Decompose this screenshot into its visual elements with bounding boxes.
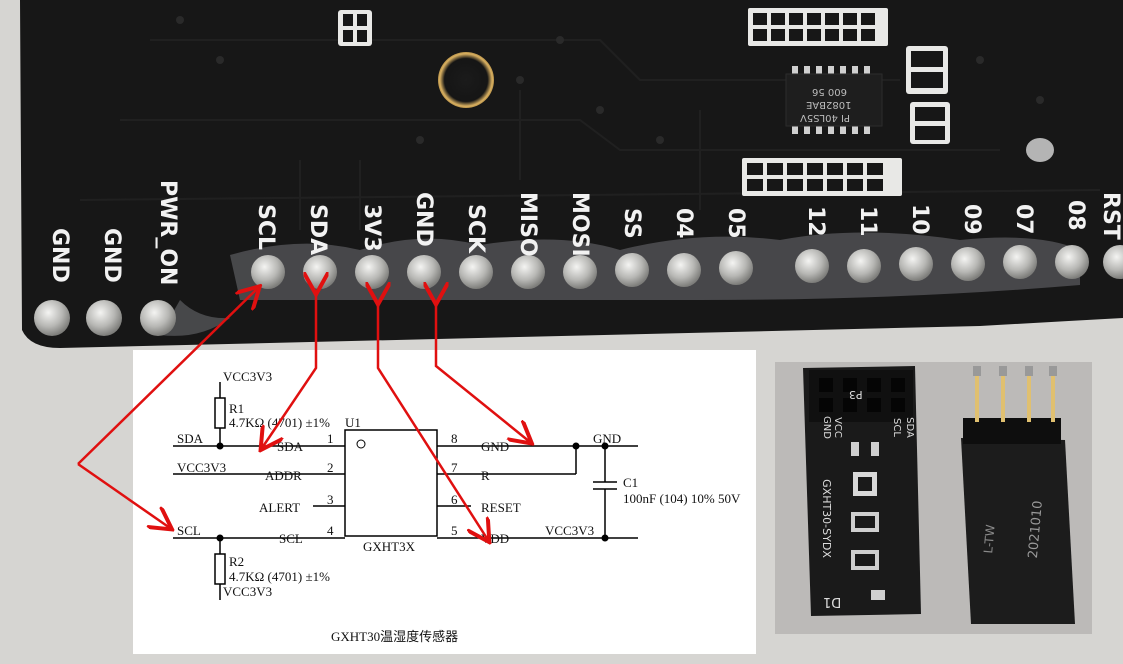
sda-net-label: SDA (177, 431, 204, 446)
c1-ref: C1 (623, 475, 639, 490)
pin1-number: 1 (327, 431, 334, 446)
addr-net-label: VCC3V3 (177, 460, 227, 475)
pin-label-miso: MISO (515, 192, 540, 257)
pin-label-scl: SCL (253, 204, 278, 251)
pin7-number: 7 (451, 460, 458, 475)
chip-name: GXHT3X (363, 539, 415, 554)
r1-ref: R1 (229, 401, 245, 416)
pin-label-09: 09 (959, 204, 984, 235)
module-led-label: D1 (823, 594, 842, 609)
schematic-panel: VCC3V3 R1 4.7KΩ (4701) ±1% U1 SDA VCC3V3… (133, 350, 756, 654)
r2-net-label: VCC3V3 (223, 584, 273, 599)
scl-net-label: SCL (177, 523, 201, 538)
module-pin-scl: SCL (890, 418, 902, 437)
c1-value: 100nF (104) 10% 50V (623, 491, 741, 506)
pin8-number: 8 (451, 431, 458, 446)
pin-label-12: 12 (803, 206, 828, 237)
pin1-name: SDA (277, 439, 304, 454)
pin6-number: 6 (451, 492, 458, 507)
pin2-number: 2 (327, 460, 334, 475)
u1-ref: U1 (345, 415, 361, 430)
pin-label-gnd-3: GND (411, 192, 436, 247)
pin-label-gnd-1: GND (47, 228, 72, 283)
pin8-name: GND (481, 439, 510, 454)
pin-label-sda: SDA (305, 204, 330, 256)
sensor-module-photo: P3 VCC GND SDA SCL GXHT30-SYDX D1 202101… (775, 362, 1092, 634)
module-drawing (803, 366, 1075, 624)
pin2-name: ADDR (265, 468, 302, 483)
module-pin-vcc: VCC (831, 417, 843, 438)
mounting-hole (438, 52, 494, 108)
pin-label-05: 05 (723, 208, 748, 239)
schematic-caption: GXHT30温湿度传感器 (331, 629, 459, 644)
pin-label-07: 07 (1011, 204, 1036, 235)
soic-chip (785, 66, 883, 134)
ic-marking-2: 1082BAE (806, 99, 852, 110)
pin-label-04: 04 (671, 208, 696, 239)
header-pads (34, 245, 1123, 336)
pin3-name: ALERT (259, 500, 301, 515)
pin-label-11: 11 (855, 206, 880, 237)
pin-label-pwr-on: PWR_ON (155, 180, 180, 286)
module-pin-gnd: GND (820, 416, 832, 439)
module-pin-sda: SDA (903, 417, 915, 438)
pin3-number: 3 (327, 492, 334, 507)
module-side-text-2: L-TW (981, 523, 998, 555)
vdd-net-label: VCC3V3 (545, 523, 595, 538)
pin4-name: SCL (279, 531, 303, 546)
pin-label-gnd-2: GND (99, 228, 124, 283)
r1-net-label: VCC3V3 (223, 369, 273, 384)
pin4-number: 4 (327, 523, 334, 538)
pin-label-10: 10 (907, 204, 932, 235)
module-header-label: P3 (849, 388, 863, 401)
pin-label-rst: RST (1098, 192, 1123, 240)
ic-marking-1: PI 40LS5V (800, 112, 851, 123)
gnd-net-label: GND (593, 431, 622, 446)
pin-label-sck: SCK (463, 204, 488, 254)
pin5-name: VDD (481, 531, 510, 546)
pin-label-ss: SS (619, 208, 644, 239)
pin5-number: 5 (451, 523, 458, 538)
pin7-name: R (481, 468, 490, 483)
r1-value: 4.7KΩ (4701) ±1% (229, 415, 330, 430)
pin-label-08: 08 (1063, 200, 1088, 231)
pin-label-mosi: MOSI (567, 192, 592, 257)
ic-marking-3: 600 56 (812, 86, 847, 97)
r2-ref: R2 (229, 554, 245, 569)
pin6-name: RESET (481, 500, 521, 515)
module-board-name: GXHT30-SYDX (819, 479, 833, 558)
r2-value: 4.7KΩ (4701) ±1% (229, 569, 330, 584)
pin-label-3v3: 3V3 (359, 204, 384, 252)
